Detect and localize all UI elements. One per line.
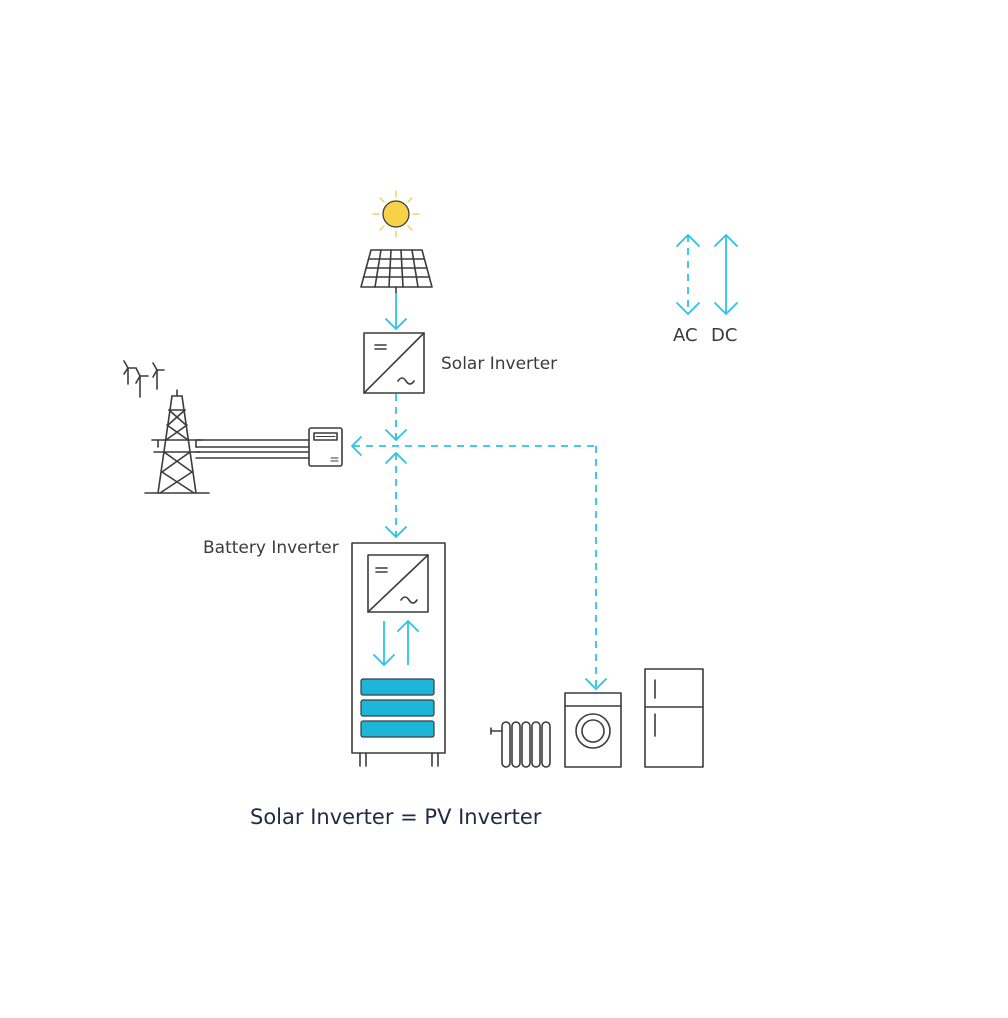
fridge-icon <box>644 668 704 768</box>
flow-arrows <box>351 294 607 690</box>
legend-dc-arrow <box>714 234 738 315</box>
solar-panel-icon <box>360 249 433 294</box>
inverter-icon <box>363 332 425 394</box>
wind-turbine-icon <box>123 360 165 398</box>
power-tower-icon <box>144 389 210 494</box>
battery-cell <box>360 678 435 696</box>
battery-cell <box>360 699 435 717</box>
sun-icon <box>372 190 420 238</box>
radiator-icon <box>490 721 551 768</box>
legend-ac-arrow <box>676 234 700 315</box>
legend-dc-label: DC <box>711 325 738 346</box>
solar-inverter-label: Solar Inverter <box>441 354 558 374</box>
battery-cell <box>360 720 435 738</box>
legend <box>676 234 738 315</box>
grid-power-lines <box>195 439 310 459</box>
legend-ac-label: AC <box>673 325 698 346</box>
footer-caption: Solar Inverter = PV Inverter <box>250 805 542 829</box>
meter-icon <box>308 427 343 467</box>
battery-inverter-label: Battery Inverter <box>203 538 339 558</box>
washing-machine-icon <box>564 692 622 768</box>
battery-cabinet-icon <box>351 542 446 767</box>
